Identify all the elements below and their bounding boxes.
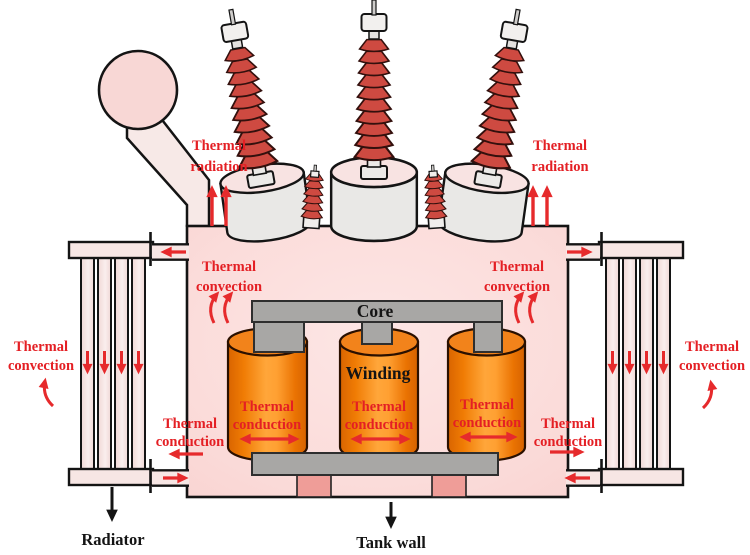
- support-block: [431, 473, 467, 498]
- convection-curved-arrow-icon: [222, 291, 234, 324]
- svg-text:Thermal: Thermal: [490, 259, 544, 275]
- svg-text:Thermal: Thermal: [14, 339, 68, 355]
- convection-curved-arrow-icon: [527, 291, 539, 324]
- radiation-up-arrows-left: [206, 185, 232, 226]
- core-leg: [473, 317, 503, 353]
- svg-text:Thermal: Thermal: [202, 259, 256, 275]
- convection-curved-arrow-icon: [513, 291, 525, 324]
- svg-text:conduction: conduction: [233, 417, 302, 433]
- bottom-yoke: [251, 452, 499, 476]
- core-assembly: [251, 300, 503, 353]
- svg-text:convection: convection: [196, 279, 262, 295]
- svg-text:convection: convection: [679, 358, 745, 374]
- svg-text:Thermal: Thermal: [685, 339, 739, 355]
- radiator-left-down-arrows: [82, 351, 144, 375]
- radiator-right: [566, 232, 685, 493]
- radiation-up-arrows-right: [527, 185, 553, 226]
- svg-text:Thermal: Thermal: [541, 416, 595, 432]
- support-block: [296, 473, 332, 498]
- bushing-insulator-center: [355, 0, 394, 179]
- svg-text:Thermal: Thermal: [163, 416, 217, 432]
- thermal-conduction-label-winding-left: Thermal conduction: [233, 399, 302, 445]
- core-bar: [251, 300, 503, 323]
- thermal-convection-label-outer-left: Thermal convection: [8, 339, 74, 408]
- svg-text:Thermal: Thermal: [352, 399, 406, 415]
- convection-curved-arrow-icon: [208, 291, 220, 324]
- svg-text:Thermal: Thermal: [460, 397, 514, 413]
- svg-text:Thermal: Thermal: [533, 138, 587, 154]
- svg-text:conduction: conduction: [534, 434, 603, 450]
- thermal-convection-label-inner-left: Thermal convection: [196, 259, 262, 324]
- svg-text:conduction: conduction: [453, 415, 522, 431]
- radiator-header-top: [597, 240, 685, 260]
- core-leg: [253, 317, 305, 353]
- convection-curved-arrow-icon: [38, 377, 55, 408]
- thermal-radiation-label-right: Thermal radiation: [531, 138, 588, 175]
- svg-text:conduction: conduction: [156, 434, 225, 450]
- thermal-conduction-label-wall-left: Thermal conduction: [156, 416, 225, 460]
- svg-text:Thermal: Thermal: [240, 399, 294, 415]
- svg-text:radiation: radiation: [531, 159, 588, 175]
- winding-label: Winding: [346, 363, 411, 383]
- thermal-conduction-label-winding-right: Thermal conduction: [453, 397, 522, 443]
- radiator-header-bottom: [67, 467, 155, 487]
- conservator-tank: [97, 49, 179, 131]
- core-label: Core: [357, 301, 394, 321]
- radiator-right-down-arrows: [607, 351, 669, 375]
- bushing-insulator-right: [468, 6, 537, 189]
- svg-text:convection: convection: [484, 279, 550, 295]
- convection-curved-arrow-icon: [701, 379, 718, 410]
- svg-text:conduction: conduction: [345, 417, 414, 433]
- svg-text:Tank wall: Tank wall: [356, 533, 426, 552]
- thermal-conduction-label-winding-center: Thermal conduction: [345, 399, 414, 445]
- thermal-conduction-label-wall-right: Thermal conduction: [534, 416, 603, 458]
- tank-wall-callout: Tank wall: [356, 502, 426, 552]
- svg-text:convection: convection: [8, 358, 74, 374]
- thermal-convection-label-inner-right: Thermal convection: [484, 259, 550, 324]
- winding-center: [338, 327, 420, 462]
- svg-text:Thermal: Thermal: [192, 138, 246, 154]
- radiator-header-top: [67, 240, 155, 260]
- thermal-convection-label-outer-right: Thermal convection: [679, 339, 745, 410]
- radiator-header-bottom: [597, 467, 685, 487]
- radiator-callout: Radiator: [81, 487, 145, 549]
- svg-text:Radiator: Radiator: [81, 530, 144, 549]
- thermal-radiation-label-left: Thermal radiation: [190, 138, 247, 175]
- svg-text:radiation: radiation: [190, 159, 247, 175]
